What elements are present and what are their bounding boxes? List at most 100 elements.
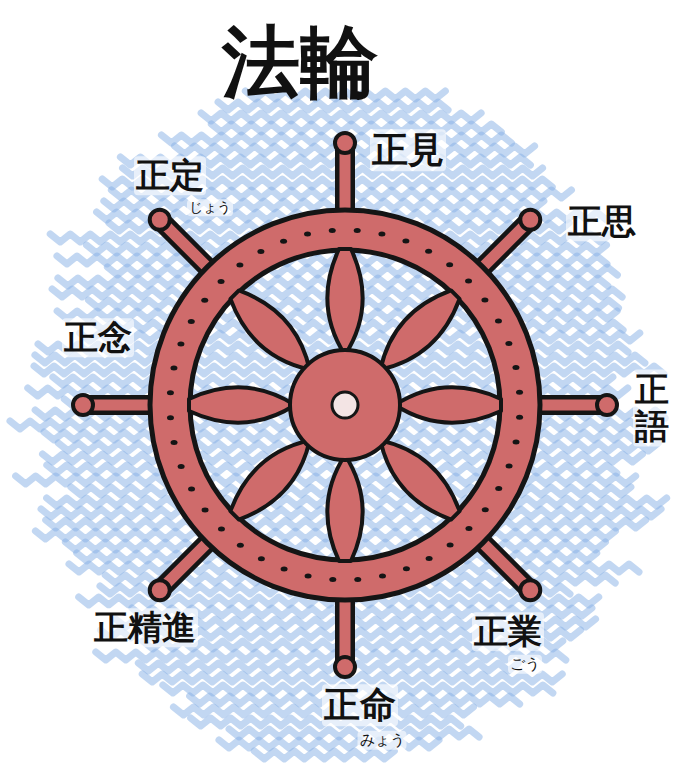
rim-dot xyxy=(218,279,225,284)
rim-dot xyxy=(202,508,209,513)
knob-ball xyxy=(150,580,170,600)
rim-dots xyxy=(167,228,523,582)
rim-dot xyxy=(237,543,244,548)
wheel-rim xyxy=(150,210,540,600)
rim-dot xyxy=(167,390,174,395)
rim-dot xyxy=(188,487,195,492)
path-label: 正業 xyxy=(472,612,544,651)
path-label: 正定 xyxy=(134,156,206,195)
rim-dot xyxy=(516,415,523,420)
rim-dot xyxy=(305,574,312,579)
path-label: 正語 xyxy=(633,370,671,447)
knob-ball xyxy=(150,210,170,230)
rim-dot xyxy=(495,318,502,323)
diagram-title: 法輪 xyxy=(220,18,380,106)
knob-ball xyxy=(520,210,540,230)
knob-outline xyxy=(479,225,525,271)
knob-handle xyxy=(90,400,155,411)
rim-dot xyxy=(506,463,513,468)
rim-dot xyxy=(482,507,489,512)
blue-crayon-ground xyxy=(10,91,667,759)
wheel-spokes xyxy=(189,249,501,561)
rim-dot xyxy=(257,249,264,254)
knob-outline xyxy=(90,395,155,415)
knob-handle xyxy=(340,595,351,660)
furigana: みょう xyxy=(358,731,407,750)
furigana: ごう xyxy=(508,655,542,674)
crayon-stroke xyxy=(35,531,615,539)
path-label: 正精進 xyxy=(92,608,198,647)
rim-dot xyxy=(425,249,432,254)
rim-dot xyxy=(516,390,523,395)
spoke-petal xyxy=(395,387,501,422)
knob-ball xyxy=(335,657,355,677)
rim-dot xyxy=(447,542,454,547)
crayon-stroke xyxy=(229,729,479,737)
spoke-petal xyxy=(327,249,362,355)
wheel-knobs xyxy=(73,133,617,677)
rim-dot xyxy=(329,577,336,582)
path-label: 正念 xyxy=(62,318,134,357)
rim-dot xyxy=(218,526,225,531)
rim-dot xyxy=(258,556,265,561)
rim-dot xyxy=(236,263,243,268)
knob-handle xyxy=(340,150,351,215)
crayon-stroke xyxy=(138,663,518,671)
rim-dot xyxy=(378,231,385,236)
knob-handle xyxy=(165,225,211,271)
rim-dot xyxy=(354,228,361,233)
rim-dot xyxy=(201,298,208,303)
knob-handle xyxy=(479,539,525,585)
hub-hole xyxy=(332,392,358,418)
rim-dot xyxy=(188,319,195,324)
spoke-petal xyxy=(327,455,362,561)
crayon-stroke xyxy=(107,267,617,275)
rim-dot xyxy=(167,415,174,420)
crayon-stroke xyxy=(16,476,636,484)
crayon-stroke xyxy=(211,124,501,132)
wheel-hub xyxy=(290,350,400,460)
rim-dot xyxy=(402,238,409,243)
dharma-wheel xyxy=(73,133,617,677)
rim-dot xyxy=(481,297,488,302)
knob-ball xyxy=(597,395,617,415)
spoke-petal xyxy=(189,387,295,422)
rim-dot xyxy=(280,239,287,244)
rim-dot xyxy=(379,573,386,578)
path-label: 正見 xyxy=(370,129,446,171)
path-label: 正命 xyxy=(322,684,398,726)
knob-outline xyxy=(535,395,600,415)
knob-handle xyxy=(165,539,211,585)
knob-ball xyxy=(73,395,93,415)
rim-dot xyxy=(170,366,177,371)
crayon-stroke xyxy=(254,751,394,759)
rim-dot xyxy=(512,365,519,370)
rim-dot xyxy=(403,566,410,571)
rim-dot xyxy=(426,556,433,561)
knob-outline xyxy=(335,150,355,215)
crayon-stroke xyxy=(96,652,566,660)
crayon-stroke xyxy=(201,113,481,121)
crayon-stroke xyxy=(104,201,544,209)
rim-dot xyxy=(281,567,288,572)
knob-outline xyxy=(165,225,211,271)
knob-outline xyxy=(165,539,211,585)
rim-dot xyxy=(495,486,502,491)
rim-dot xyxy=(465,279,472,284)
rim-dot xyxy=(178,464,185,469)
knob-ball xyxy=(335,133,355,153)
rim-dot xyxy=(177,342,184,347)
rim-dot xyxy=(505,341,512,346)
rim-dot xyxy=(465,526,472,531)
path-label: 正思 xyxy=(566,202,638,241)
knob-outline xyxy=(479,539,525,585)
knob-ball xyxy=(520,580,540,600)
rim-dot xyxy=(304,232,311,237)
furigana: じょう xyxy=(187,199,233,216)
rim-dot xyxy=(171,440,178,445)
rim-dot xyxy=(354,577,361,582)
rim-dot xyxy=(329,228,336,233)
